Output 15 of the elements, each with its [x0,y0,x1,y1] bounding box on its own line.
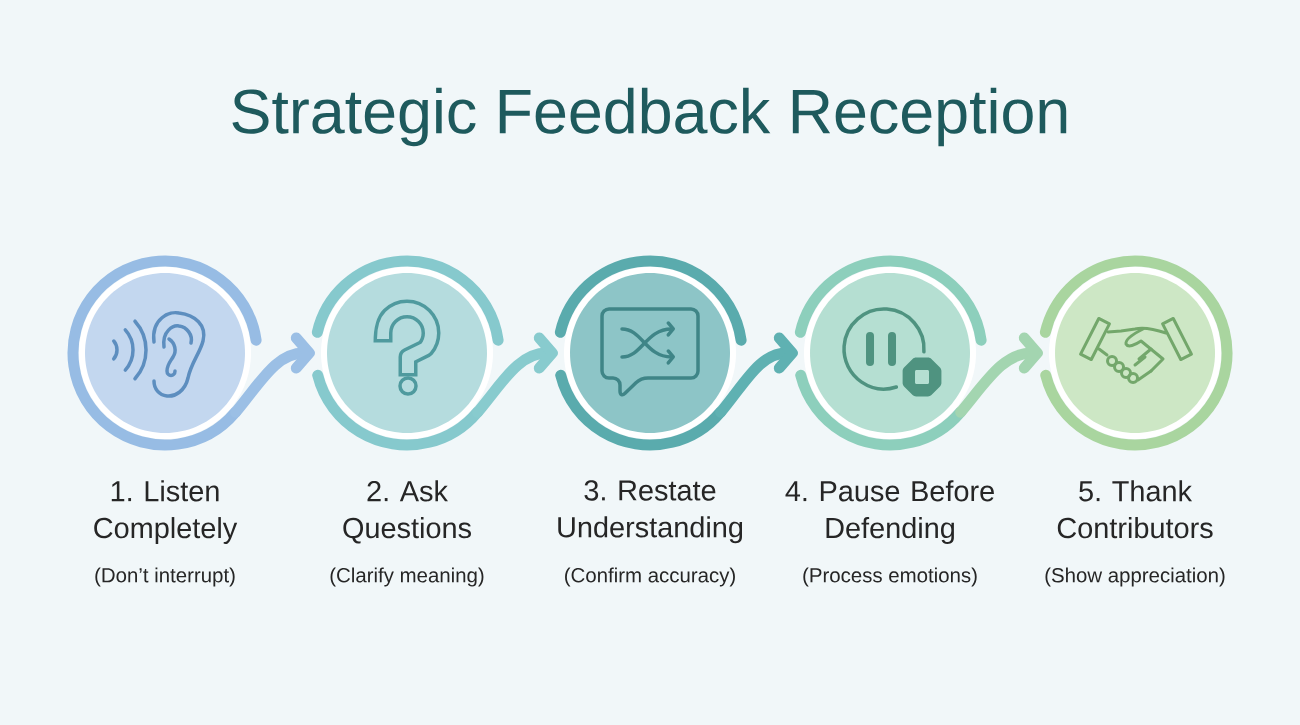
step-description: (Show appreciation) [1045,567,1225,587]
title: Strategic Feedback Reception [232,87,1067,147]
step-description: (Confirm accuracy) [565,567,735,587]
arrow [230,332,315,418]
arrow [955,332,1043,418]
step-description: (Don’t interrupt) [95,567,235,587]
step-description: (Process emotions) [803,567,977,587]
arrow [472,332,558,418]
step-title: 5. Thank Contributors [1057,480,1213,539]
step-title: 4. Pause Before Defending [785,480,994,544]
step-description: (Clarify meaning) [330,567,484,587]
arrow [715,332,798,418]
step-title: 3. Restate Understanding [558,480,743,544]
step-title: 1. Listen Completely [94,480,238,544]
step-title: 2. Ask Questions [343,480,471,544]
